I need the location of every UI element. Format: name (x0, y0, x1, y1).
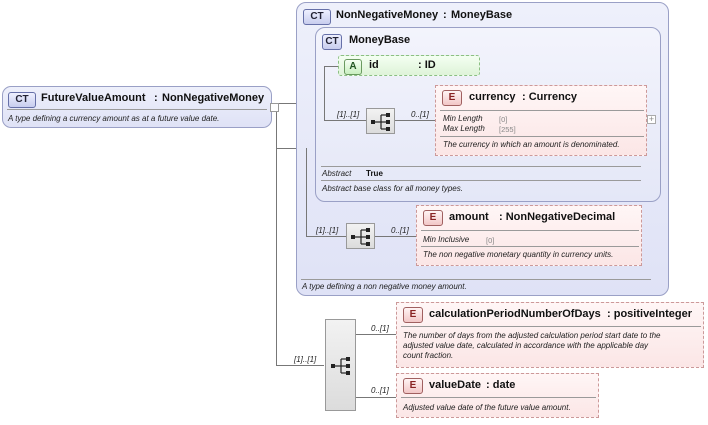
currency-doc: The currency in which an amount is denom… (443, 140, 620, 149)
connector (324, 120, 366, 121)
max-length-value: [255] (499, 125, 516, 134)
calc-type: : positiveInteger (607, 308, 692, 320)
currency-name: currency (469, 91, 516, 103)
connector (395, 120, 435, 121)
root-type-colon: : (154, 92, 158, 104)
valuedate-name: valueDate (429, 379, 481, 391)
divider (421, 230, 639, 231)
divider (440, 136, 644, 137)
max-length-label: Max Length (443, 124, 485, 133)
min-inclusive-label: Min Inclusive (423, 235, 470, 244)
min-length-value: [0] (499, 115, 508, 124)
valuedate-type: : date (486, 379, 516, 391)
divider (440, 110, 644, 111)
abstract-label: Abstract (322, 169, 352, 178)
divider (401, 397, 596, 398)
connector (306, 148, 307, 236)
calc-doc-line3: count fraction. (403, 351, 454, 360)
occurrence-label: 0..[1] (371, 324, 389, 333)
root-type-base: NonNegativeMoney (162, 92, 265, 104)
attribute-icon: A (344, 59, 362, 75)
connector (276, 103, 277, 365)
connector (356, 397, 396, 398)
amount-element-box[interactable]: E amount : NonNegativeDecimal Min Inclus… (416, 205, 642, 266)
sequence-icon[interactable] (346, 223, 375, 249)
abstract-value: True (366, 169, 383, 178)
connector (324, 66, 325, 121)
attribute-id-type-value: ID (424, 59, 436, 71)
root-type-box[interactable]: CT FutureValueAmount : NonNegativeMoney … (2, 86, 272, 128)
element-icon: E (423, 210, 443, 226)
connector (324, 66, 338, 67)
divider (401, 326, 701, 327)
connector (276, 103, 298, 104)
occurrence-label: [1]..[1] (337, 110, 360, 119)
divider (7, 109, 267, 110)
sequence-glyph (371, 113, 390, 131)
attribute-id-type: : ID (418, 59, 436, 71)
occurrence-label: [1]..[1] (294, 355, 317, 364)
nnm-doc: A type defining a non negative money amo… (302, 282, 467, 291)
calc-doc-line1: The number of days from the adjusted cal… (403, 331, 661, 340)
currency-type: : Currency (522, 91, 578, 103)
root-type-name: FutureValueAmount (41, 92, 146, 104)
occurrence-label: 0..[1] (371, 386, 389, 395)
valuedate-element-box[interactable]: E valueDate : date Adjusted value date o… (396, 373, 599, 418)
calc-element-box[interactable]: E calculationPeriodNumberOfDays : positi… (396, 302, 704, 368)
attribute-id-box[interactable]: A id : ID (338, 55, 480, 76)
divider (321, 180, 641, 181)
min-length-label: Min Length (443, 114, 483, 123)
calc-name: calculationPeriodNumberOfDays (429, 308, 601, 320)
root-type-doc: A type defining a currency amount as at … (8, 114, 220, 123)
plus-icon[interactable]: + (647, 114, 656, 124)
amount-name: amount (449, 211, 489, 223)
complex-type-icon: CT (303, 9, 331, 25)
nnm-colon: : (443, 9, 447, 21)
occurrence-label: [1]..[1] (316, 226, 339, 235)
connector (306, 236, 346, 237)
sequence-glyph (331, 357, 350, 375)
element-icon: E (403, 307, 423, 323)
currency-element-box[interactable]: E currency : Currency Min Length [0] Max… (435, 85, 647, 156)
divider (301, 279, 651, 280)
moneybase-name: MoneyBase (349, 34, 411, 46)
element-icon: E (403, 378, 423, 394)
sequence-icon[interactable] (325, 319, 356, 411)
valuedate-type-value: date (492, 379, 516, 391)
attribute-id-name: id (369, 59, 379, 71)
occurrence-label: 0..[1] (391, 226, 409, 235)
amount-type-value: NonNegativeDecimal (505, 211, 616, 223)
nnm-base: MoneyBase (451, 9, 513, 21)
connector (375, 236, 417, 237)
complex-type-icon: CT (322, 34, 342, 50)
connector (356, 334, 396, 335)
occurrence-label: 0..[1] (411, 110, 429, 119)
sequence-glyph (351, 228, 370, 246)
valuedate-doc: Adjusted value date of the future value … (403, 403, 571, 412)
expander-icon[interactable] (270, 103, 279, 112)
min-inclusive-value: [0] (486, 236, 495, 245)
sequence-icon[interactable] (366, 108, 395, 134)
moneybase-doc: Abstract base class for all money types. (322, 184, 463, 193)
divider (321, 166, 641, 167)
amount-doc: The non negative monetary quantity in cu… (423, 250, 614, 259)
divider (421, 246, 639, 247)
connector (276, 148, 298, 149)
currency-type-value: Currency (528, 91, 578, 103)
element-icon: E (442, 90, 462, 106)
calc-doc-line2: adjusted value date, calculated in accor… (403, 341, 649, 350)
amount-type: : NonNegativeDecimal (499, 211, 616, 223)
nnm-name: NonNegativeMoney (336, 9, 439, 21)
calc-type-value: positiveInteger (613, 308, 692, 320)
complex-type-icon: CT (8, 92, 36, 108)
connector (276, 365, 324, 366)
